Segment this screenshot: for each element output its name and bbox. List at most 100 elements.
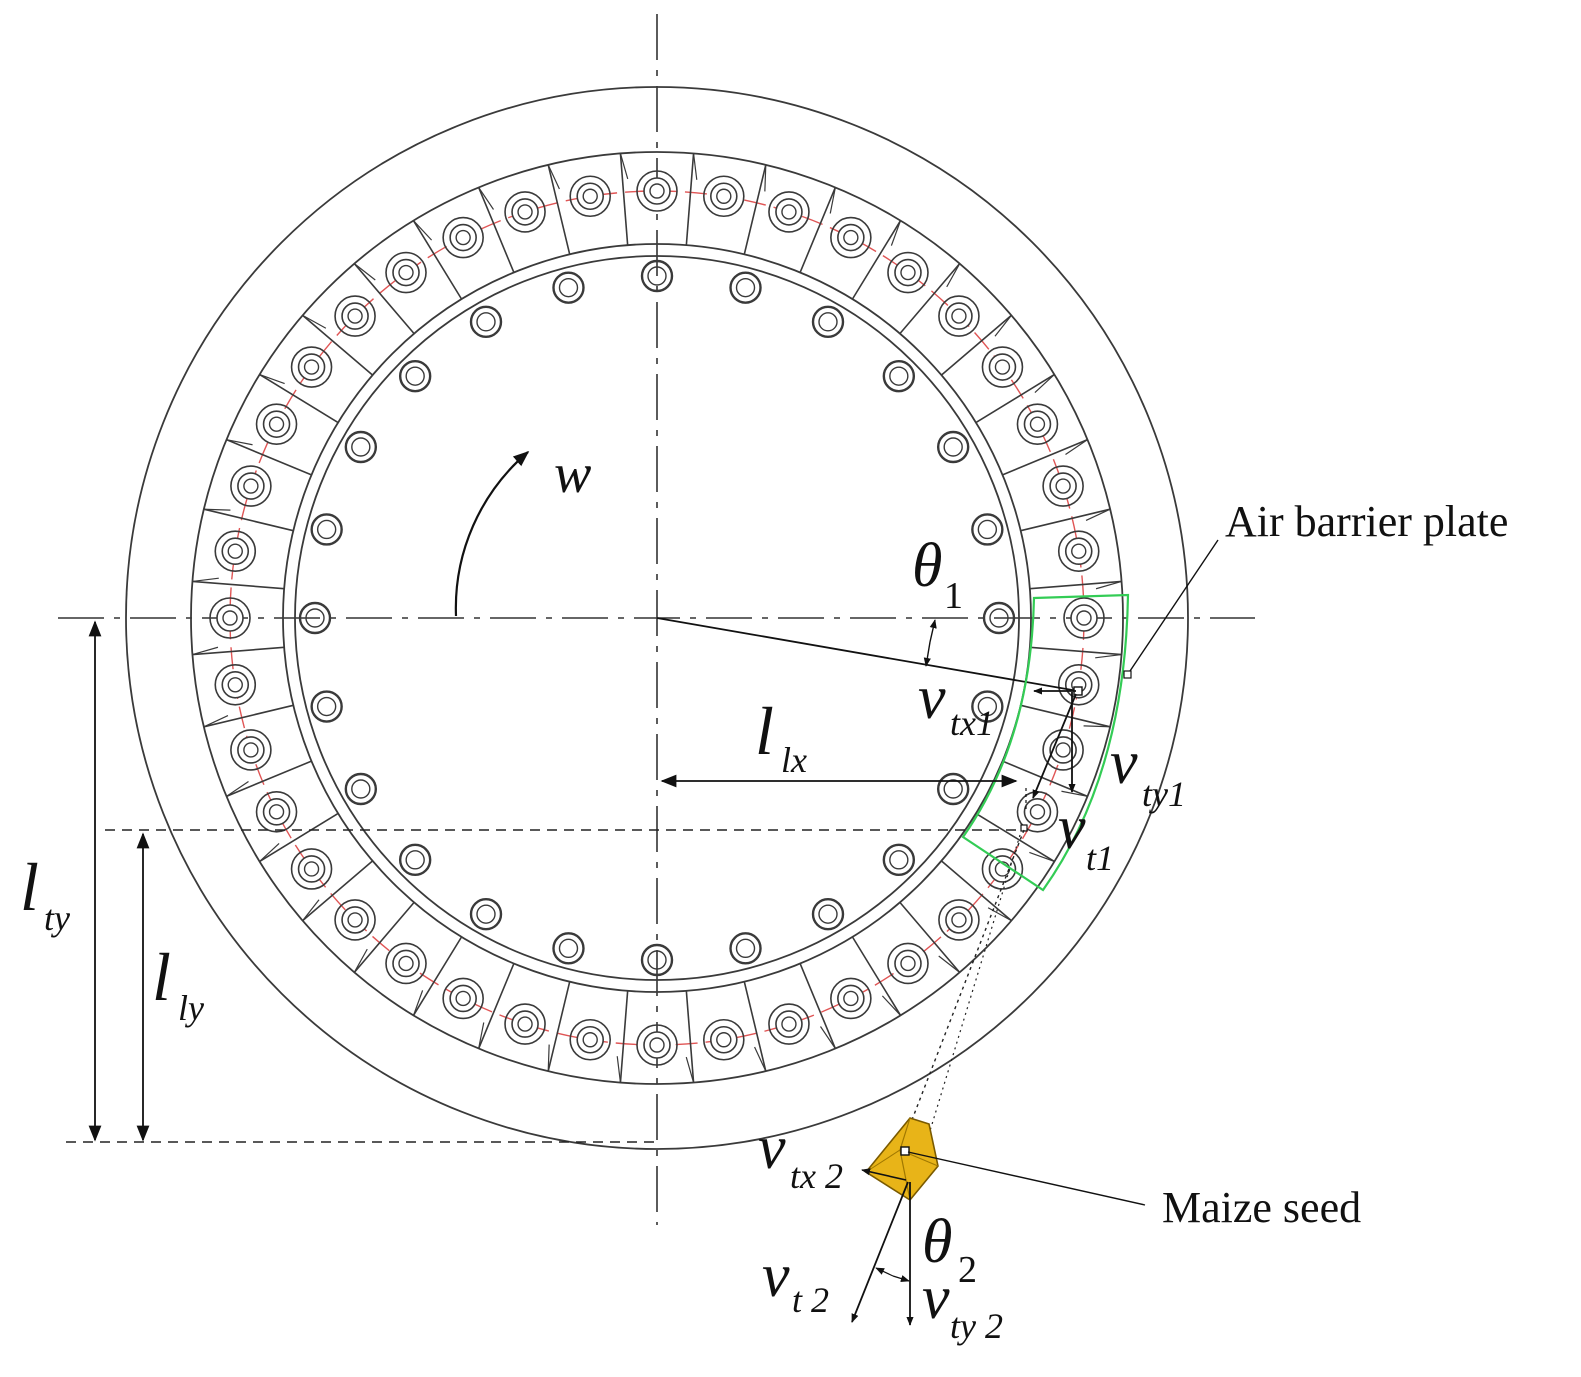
suction-hole xyxy=(569,1018,612,1061)
slot-divider-notch xyxy=(203,508,231,511)
suction-hole-inner xyxy=(511,198,539,226)
slot-divider xyxy=(975,373,1055,424)
slot-divider-notch xyxy=(829,187,836,214)
suction-hole-core xyxy=(843,229,859,246)
suction-hole xyxy=(442,977,484,1020)
suction-hole-core xyxy=(1029,416,1046,432)
suction-hole-inner xyxy=(1049,472,1077,500)
inner-hole-inner xyxy=(405,366,425,386)
suction-hole-outer xyxy=(255,403,298,445)
inner-hole-outer xyxy=(552,932,585,965)
suction-hole-core xyxy=(951,912,967,928)
suction-hole xyxy=(1057,530,1100,573)
inner-hole-outer xyxy=(936,430,970,464)
slot-divider xyxy=(1002,438,1088,476)
suction-hole xyxy=(230,465,272,507)
suction-hole xyxy=(230,729,272,771)
suction-hole xyxy=(290,346,333,388)
suction-hole-outer xyxy=(442,216,484,259)
suction-hole-core xyxy=(649,183,665,199)
suction-hole-inner xyxy=(988,855,1017,883)
slot-divider-notch xyxy=(1083,725,1111,728)
inner-hole-outer xyxy=(310,690,343,723)
suction-hole xyxy=(938,295,980,337)
suction-hole-outer xyxy=(214,663,257,706)
inner-hole-outer xyxy=(640,943,674,977)
suction-hole-inner xyxy=(709,1025,738,1054)
inner-hole-inner xyxy=(405,850,425,870)
suction-hole-outer xyxy=(1042,465,1084,507)
suction-hole-inner xyxy=(392,258,420,287)
suction-hole-inner xyxy=(221,670,250,699)
inner-hole-inner xyxy=(476,312,496,332)
theta2-arrow-left xyxy=(875,1267,894,1277)
theta2-arrow-right xyxy=(892,1275,910,1283)
suction-hole xyxy=(636,170,678,212)
slot-divider-notch xyxy=(259,373,285,385)
suction-hole-outer xyxy=(887,942,929,985)
suction-hole-core xyxy=(900,955,916,972)
inner-hole-outer xyxy=(971,690,1004,723)
slot-divider-notch xyxy=(412,990,424,1016)
suction-hole xyxy=(702,1018,745,1061)
suction-hole xyxy=(981,346,1024,388)
slot-divider xyxy=(799,187,837,273)
slot-divider xyxy=(940,314,1012,376)
slot-divider xyxy=(799,963,837,1049)
suction-hole-outer xyxy=(1042,729,1084,771)
inner-hole-outer xyxy=(469,305,503,339)
suction-hole-inner xyxy=(576,182,605,211)
slot-divider xyxy=(685,990,695,1083)
suction-hole-outer xyxy=(768,191,810,233)
suction-hole-outer xyxy=(504,1003,546,1045)
suction-hole xyxy=(214,663,257,706)
suction-hole-outer xyxy=(702,175,745,218)
inner-hole-inner xyxy=(943,437,963,457)
slot-divider-notch xyxy=(987,907,1012,922)
maize-seed-leader xyxy=(907,1151,1146,1206)
suction-hole-inner xyxy=(643,1031,671,1059)
suction-hole-core xyxy=(1029,804,1046,820)
suction-hole-outer xyxy=(230,729,272,771)
inner-hole-outer xyxy=(310,513,343,546)
inner-hole-inner xyxy=(316,696,337,717)
suction-hole-outer xyxy=(334,295,376,337)
suction-hole-outer xyxy=(768,1003,810,1045)
inner-hole-inner xyxy=(558,938,579,959)
suction-hole-core xyxy=(398,955,414,972)
suction-hole-inner xyxy=(1070,604,1098,632)
slot-divider xyxy=(259,373,339,424)
suction-hole-core xyxy=(716,1032,732,1048)
air-barrier-leader xyxy=(1127,539,1219,675)
inner-hole-outer xyxy=(640,259,674,293)
slot-divider xyxy=(547,164,571,255)
suction-hole-core xyxy=(517,204,533,220)
slot-divider-notch xyxy=(259,842,280,862)
suction-hole xyxy=(209,597,251,639)
suction-hole-outer xyxy=(1057,530,1100,573)
theta1-label: θ xyxy=(912,532,942,600)
slot-divider xyxy=(302,860,374,922)
inner-hole-outer xyxy=(469,897,503,931)
inner-hole-outer xyxy=(398,843,432,877)
slot-divider-notch xyxy=(192,577,219,583)
suction-hole xyxy=(887,942,929,985)
slot-divider-notch xyxy=(353,948,368,973)
suction-hole-inner xyxy=(297,353,326,381)
suction-hole-core xyxy=(1055,478,1071,494)
suction-hole-core xyxy=(649,1037,665,1053)
slot-divider-notch xyxy=(764,164,767,192)
inner-hole-outer xyxy=(811,897,845,931)
suction-hole xyxy=(290,848,333,890)
suction-hole-core xyxy=(517,1016,533,1032)
inner-hole-inner xyxy=(943,779,963,799)
vt2-label: v xyxy=(762,1242,790,1310)
slot-divider xyxy=(259,812,339,863)
suction-hole-core xyxy=(781,204,797,220)
suction-hole-inner xyxy=(392,949,420,978)
inner-hole-inner xyxy=(305,608,325,628)
suction-hole xyxy=(334,899,376,941)
slot-dividers xyxy=(192,153,1122,1083)
lty-subscript: ty xyxy=(44,898,70,938)
suction-hole-core xyxy=(582,1032,598,1048)
